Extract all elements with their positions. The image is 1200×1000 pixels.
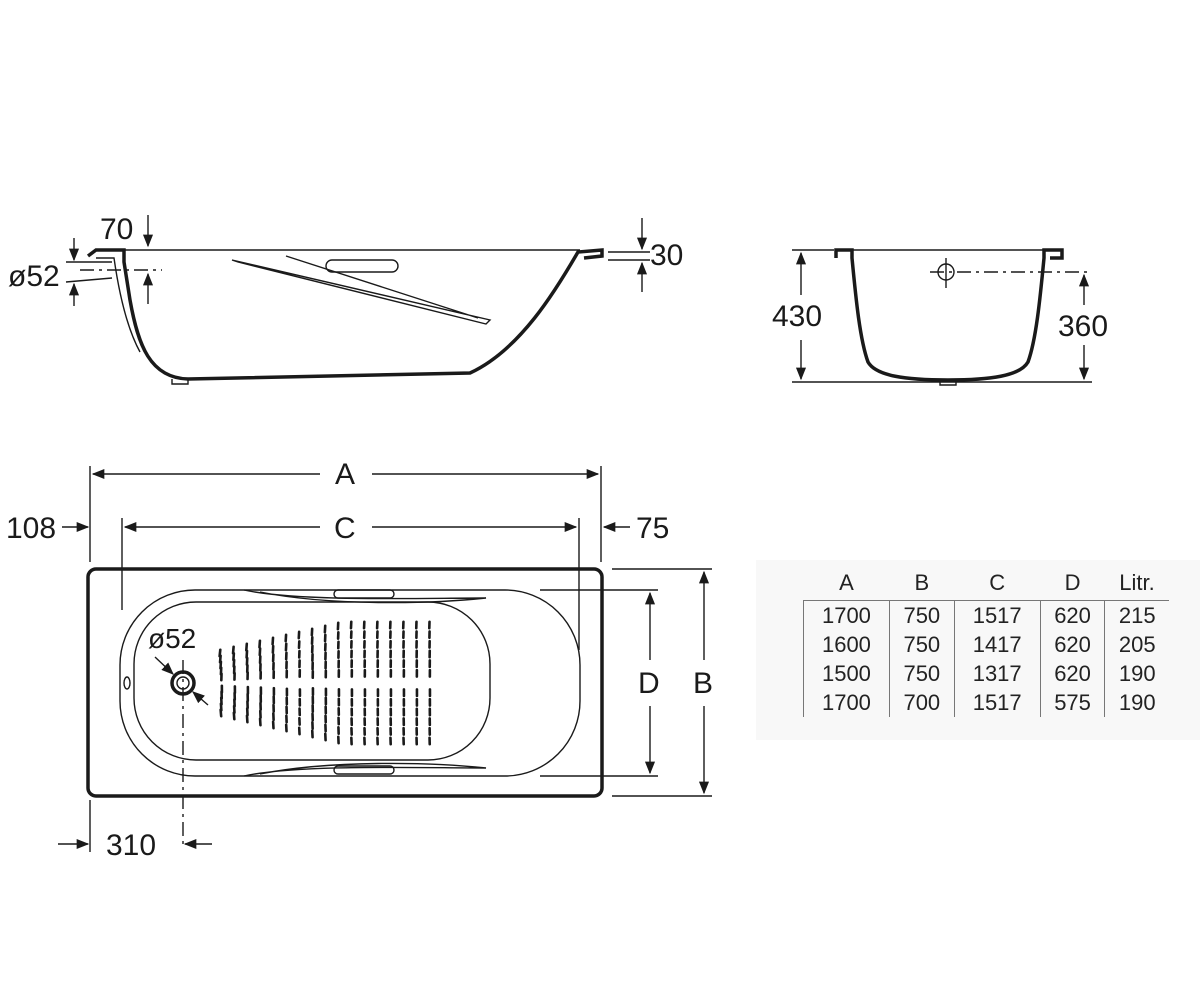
spec-cell: 575 bbox=[1039, 688, 1105, 717]
spec-cell: 1517 bbox=[953, 600, 1041, 630]
side-view: 70 ø52 30 bbox=[8, 213, 683, 385]
side-view-foot bbox=[171, 379, 189, 385]
dim-310-label: 310 bbox=[106, 829, 156, 862]
spec-cell: 1700 bbox=[803, 600, 890, 630]
spec-cell: 620 bbox=[1039, 630, 1105, 659]
spec-cell: 1700 bbox=[803, 688, 890, 717]
spec-header-c: C bbox=[989, 570, 1006, 595]
spec-cell: 750 bbox=[888, 659, 955, 688]
spec-cell: 620 bbox=[1039, 600, 1105, 630]
spec-cell: 1600 bbox=[803, 630, 890, 659]
spec-header-d: D bbox=[1064, 570, 1081, 595]
dim-70-label: 70 bbox=[100, 213, 133, 246]
spec-table-header-row: A B C D Litr. bbox=[804, 566, 1170, 601]
spec-cell: 1500 bbox=[803, 659, 890, 688]
top-view-handle-bottom bbox=[243, 762, 487, 777]
side-view-inner-rim bbox=[96, 257, 141, 353]
dim-b-label: B bbox=[693, 667, 713, 700]
table-row: 1700 700 1517 575 190 bbox=[803, 688, 1169, 717]
side-view-handle bbox=[231, 255, 492, 325]
dim-75-label: 75 bbox=[636, 512, 669, 545]
anti-slip-dash bbox=[219, 708, 223, 718]
top-view-handle-top bbox=[243, 589, 487, 604]
spec-header-b: B bbox=[914, 570, 930, 595]
dim-c-label: C bbox=[334, 512, 356, 545]
spec-cell: 1317 bbox=[953, 659, 1041, 688]
table-row: 1500 750 1317 620 190 bbox=[803, 659, 1169, 688]
top-view-overflow bbox=[123, 676, 131, 690]
end-view-tub-outline bbox=[834, 248, 1064, 382]
dim-d52-ext-bottom bbox=[65, 277, 113, 283]
spec-cell: 190 bbox=[1104, 659, 1169, 688]
spec-table: A B C D Litr. 1700 750 1517 620 215 1600… bbox=[803, 566, 1169, 717]
table-row: 1600 750 1417 620 205 bbox=[803, 630, 1169, 659]
end-view: 430 360 bbox=[772, 248, 1108, 386]
spec-cell: 700 bbox=[888, 688, 955, 717]
dim-d52-top-arrow-2 bbox=[192, 691, 209, 706]
spec-header-a: A bbox=[839, 570, 854, 595]
dim-d52-top-label: ø52 bbox=[148, 623, 196, 654]
spec-cell: 1417 bbox=[953, 630, 1041, 659]
top-view-outer-outline bbox=[86, 567, 604, 798]
top-view-basin bbox=[133, 601, 491, 761]
side-view-tub-outline bbox=[86, 248, 604, 381]
spec-cell: 205 bbox=[1104, 630, 1169, 659]
spec-cell: 1517 bbox=[953, 688, 1041, 717]
side-view-handle-slot bbox=[325, 259, 399, 273]
top-view-handle-bottom-slot bbox=[333, 765, 395, 775]
dim-a-label: A bbox=[335, 458, 355, 491]
table-row: 1700 750 1517 620 215 bbox=[803, 600, 1169, 630]
dim-d-label: D bbox=[638, 667, 660, 700]
anti-slip-dash bbox=[231, 645, 235, 655]
anti-slip-pattern bbox=[218, 620, 432, 746]
top-view-handle-top-slot bbox=[333, 589, 395, 599]
spec-cell: 750 bbox=[888, 630, 955, 659]
dim-430-label: 430 bbox=[772, 300, 822, 333]
dim-360-label: 360 bbox=[1058, 310, 1108, 343]
spec-cell: 620 bbox=[1039, 659, 1105, 688]
top-view: ø52 A C 108 75 D B 310 bbox=[6, 458, 713, 862]
dim-d52-top-arrow-1 bbox=[154, 656, 174, 675]
dim-108-label: 108 bbox=[6, 512, 56, 545]
dim-d52-side-label: ø52 bbox=[8, 260, 60, 293]
spec-header-litr: Litr. bbox=[1119, 570, 1155, 595]
spec-cell: 215 bbox=[1104, 600, 1169, 630]
dim-30-label: 30 bbox=[650, 239, 683, 272]
spec-cell: 190 bbox=[1104, 688, 1169, 717]
spec-cell: 750 bbox=[888, 600, 955, 630]
